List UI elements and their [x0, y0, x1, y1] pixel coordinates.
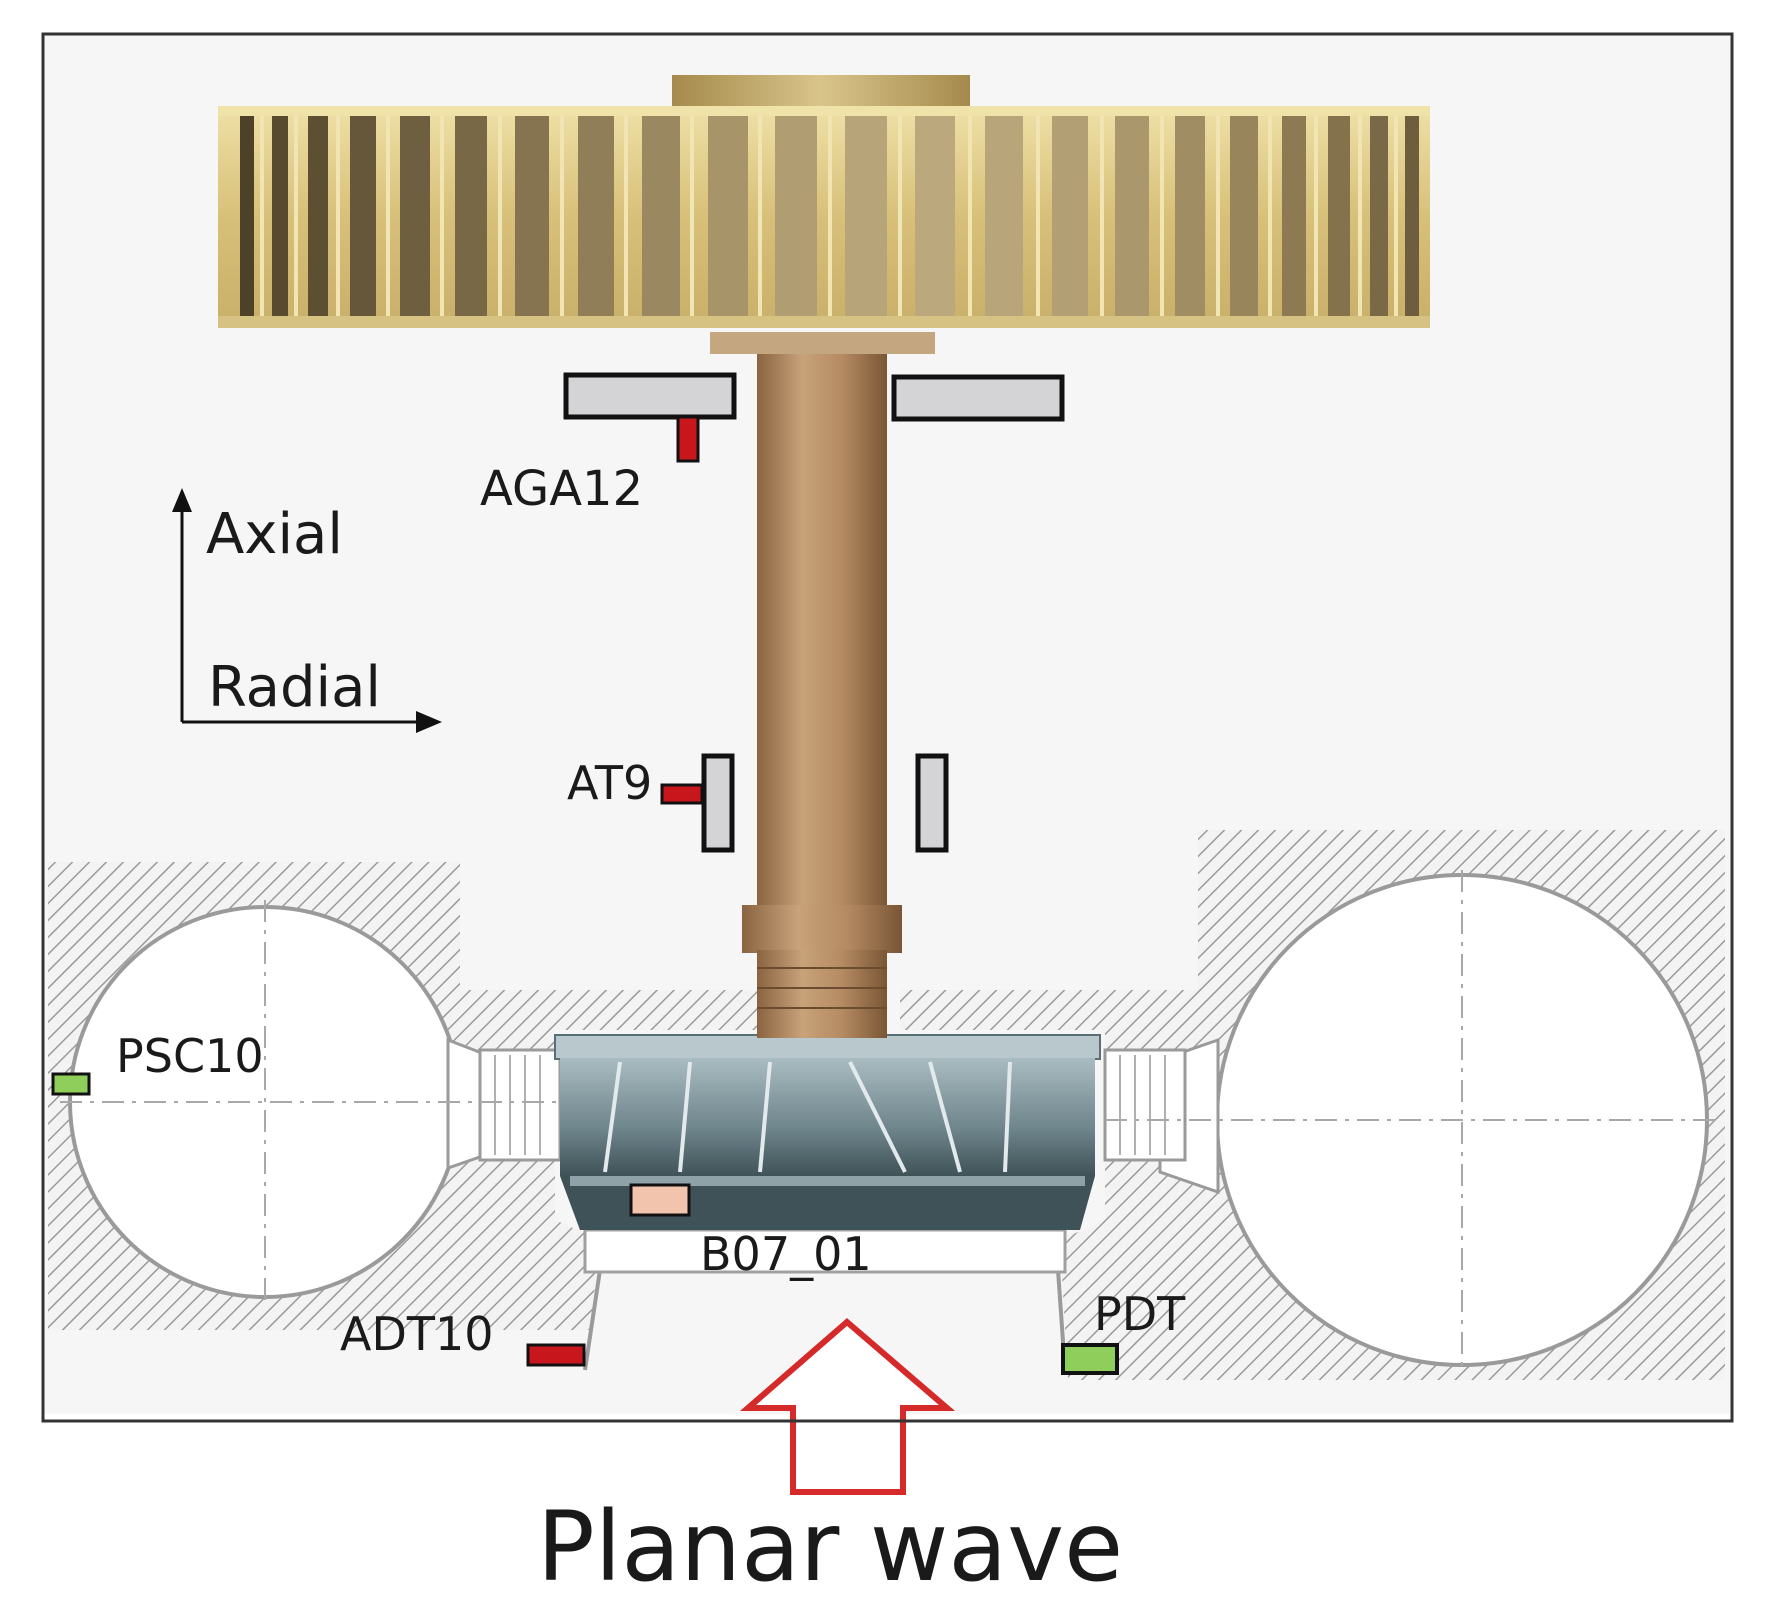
label-b07-01: B07_01 [700, 1227, 872, 1281]
label-axial: Axial [206, 502, 343, 567]
shaft-flange [710, 332, 935, 354]
sensor-aga12 [676, 415, 700, 463]
stay-vanes-left [478, 1048, 562, 1162]
label-psc10: PSC10 [116, 1029, 264, 1083]
label-at9: AT9 [567, 756, 652, 810]
lower-bearing-left [701, 753, 735, 853]
rotor-rim-top [218, 106, 1430, 116]
label-planar-wave: Planar wave [537, 1491, 1123, 1603]
sensors [51, 415, 1119, 1375]
runner-body [560, 1058, 1095, 1176]
runner [554, 1034, 1101, 1230]
upper-bearing-right [891, 374, 1065, 422]
stay-vanes-right [1103, 1048, 1187, 1162]
runner-band-highlight [570, 1176, 1085, 1186]
shaft [710, 332, 935, 1038]
generator-rotor [218, 75, 1430, 328]
draft-tube-wall-left [583, 1269, 602, 1371]
spiral-casing [48, 830, 1725, 1380]
discharge-ring [583, 1228, 1067, 1274]
sensor-psc10 [51, 1072, 91, 1096]
bearings [563, 372, 1065, 853]
rotor-poles [240, 112, 1419, 318]
frame-border [41, 32, 1734, 1423]
shaft-collar [742, 905, 902, 953]
lower-bearing-right [915, 753, 949, 853]
sensor-pdt [1061, 1343, 1119, 1375]
runner-band [560, 1176, 1095, 1230]
head-cover-right [900, 990, 1105, 1030]
label-adt10: ADT10 [340, 1307, 494, 1361]
upper-bearing-left [563, 372, 737, 420]
sensor-at9 [660, 783, 704, 805]
runner-crown [554, 1034, 1101, 1060]
label-aga12: AGA12 [480, 461, 643, 517]
shaft-lower [757, 950, 887, 1038]
label-pdt: PDT [1094, 1287, 1186, 1341]
planar-wave-arrow-icon [739, 1318, 956, 1495]
label-radial: Radial [208, 655, 381, 720]
head-cover-left [460, 990, 760, 1030]
sensor-b07-01 [629, 1183, 691, 1217]
sensor-adt10 [526, 1343, 586, 1367]
shaft-column [757, 350, 887, 910]
axial-arrowhead-icon [172, 488, 192, 512]
radial-arrowhead-icon [416, 711, 442, 733]
axes-indicator [172, 488, 442, 733]
rotor-rim-bottom [218, 316, 1430, 328]
